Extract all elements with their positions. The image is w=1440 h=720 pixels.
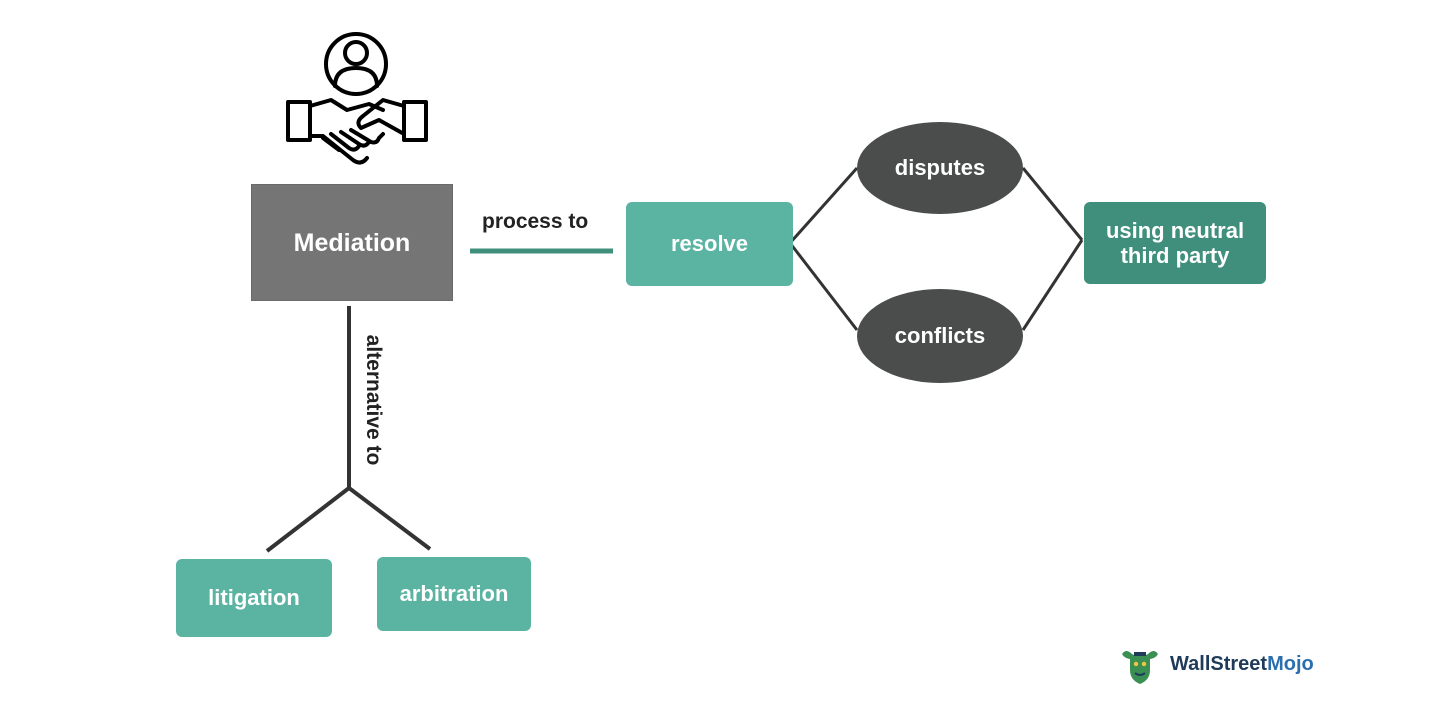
arbitration-connector xyxy=(347,486,432,551)
mediator-handshake-icon xyxy=(286,32,428,165)
conflicts-connector xyxy=(788,242,859,331)
logo-text-wallstreet: WallStreet xyxy=(1170,652,1268,675)
arbitration-box: arbitration xyxy=(377,557,531,631)
disputes-connector xyxy=(788,167,859,244)
process-to-label: process to xyxy=(482,210,589,233)
logo-wordmark: WallStreetMojo xyxy=(1170,653,1314,676)
litigation-box: litigation xyxy=(176,559,332,637)
bull-logo-icon xyxy=(1122,651,1158,684)
neutral-third-party-label: using neutral third party xyxy=(1105,217,1245,268)
disputes-label: disputes xyxy=(894,154,986,180)
mediation-label: Mediation xyxy=(293,228,411,257)
disputes-neutral-connector xyxy=(1021,167,1084,241)
conflicts-ellipse: conflicts xyxy=(857,289,1023,383)
neutral-third-party-box: using neutral third party xyxy=(1084,202,1266,284)
resolve-box: resolve xyxy=(626,202,793,286)
conflicts-label: conflicts xyxy=(894,322,986,348)
litigation-label: litigation xyxy=(208,584,300,610)
wallstreetmojo-logo: WallStreetMojo xyxy=(1116,640,1314,688)
alternative-to-label: alternative to xyxy=(362,334,385,466)
disputes-ellipse: disputes xyxy=(857,122,1023,214)
logo-text-mojo: Mojo xyxy=(1267,652,1314,675)
arbitration-label: arbitration xyxy=(399,580,509,606)
resolve-label: resolve xyxy=(670,230,749,256)
mediation-box: Mediation xyxy=(251,184,453,301)
litigation-connector xyxy=(265,486,351,553)
conflicts-neutral-connector xyxy=(1021,239,1084,331)
